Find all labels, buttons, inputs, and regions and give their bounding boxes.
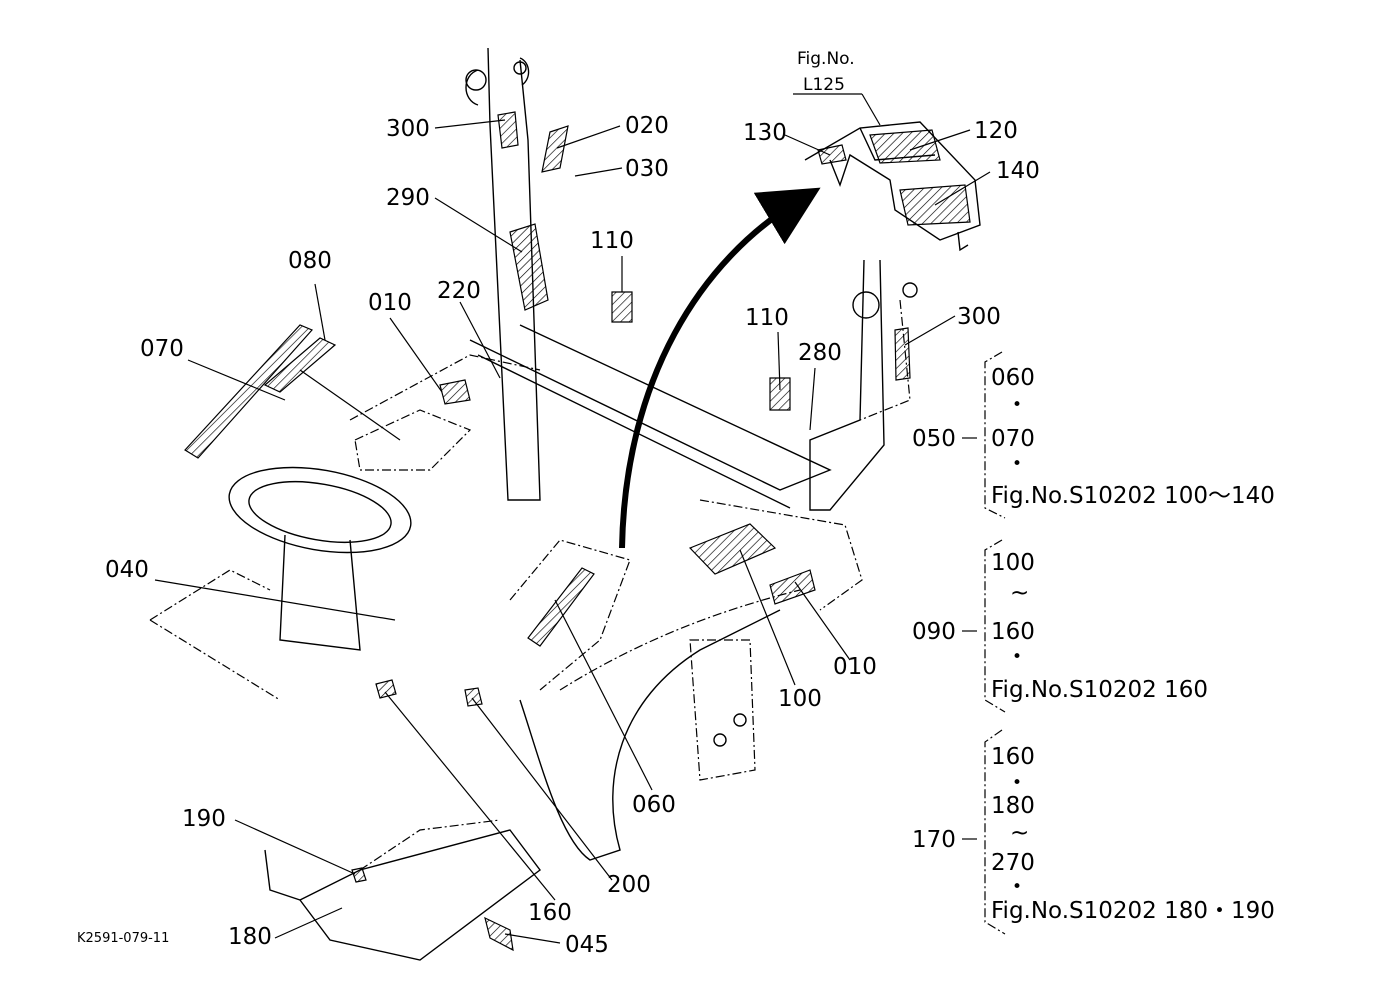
callout-010-left: 010 — [368, 290, 412, 316]
decal-120 — [869, 129, 941, 164]
bracket-090-line-1: 100 — [991, 550, 1035, 576]
callout-300-right: 300 — [957, 304, 1001, 330]
callout-020: 020 — [625, 113, 669, 139]
decal-070 — [184, 324, 314, 459]
decal-080 — [263, 337, 337, 393]
tractor-body-outline — [149, 47, 918, 961]
bracket-050-line-2: • — [1012, 395, 1022, 415]
bracket-parent-050: 050 — [912, 426, 956, 452]
callout-070: 070 — [140, 336, 184, 362]
callout-220: 220 — [437, 278, 481, 304]
callout-100: 100 — [778, 686, 822, 712]
callout-300-left: 300 — [386, 116, 430, 142]
bracket-170-line-4: ~ — [1010, 820, 1029, 846]
decal-190 — [351, 867, 367, 883]
decal-130 — [817, 144, 847, 165]
decal-160 — [375, 679, 397, 699]
callout-130: 130 — [743, 120, 787, 146]
decal-045 — [484, 916, 514, 952]
decal-110-left — [611, 291, 633, 323]
decal-010-left — [439, 379, 471, 405]
decal-110-right — [769, 377, 791, 411]
bracket-170-line-3: 180 — [991, 793, 1035, 819]
callout-180: 180 — [228, 924, 272, 950]
bracket-050-line-5: Fig.No.S10202 100～140 — [991, 483, 1275, 509]
bracket-170-line-5: 270 — [991, 850, 1035, 876]
fig-ref-number: L125 — [803, 75, 845, 95]
callout-040: 040 — [105, 557, 149, 583]
callout-280: 280 — [798, 340, 842, 366]
bracket-parent-170: 170 — [912, 827, 956, 853]
callout-160: 160 — [528, 900, 572, 926]
bracket-090-line-5: Fig.No.S10202 160 — [991, 677, 1208, 703]
bracket-050-line-1: 060 — [991, 365, 1035, 391]
drawing-code: K2591-079-11 — [77, 931, 169, 946]
callout-190: 190 — [182, 806, 226, 832]
decal-100 — [688, 523, 777, 575]
bracket-090-line-2: ~ — [1010, 580, 1029, 606]
callout-110-right: 110 — [745, 305, 789, 331]
callout-010-right: 010 — [833, 654, 877, 680]
bracket-170-line-2: • — [1012, 773, 1022, 793]
transfer-arrow — [619, 187, 821, 549]
bracket-090-line-4: • — [1012, 647, 1022, 667]
callout-labels: 300 020 030 290 110 080 010 220 070 130 … — [105, 113, 1040, 958]
bracket-170-line-1: 160 — [991, 744, 1035, 770]
callout-045: 045 — [565, 932, 609, 958]
bracket-170-line-7: Fig.No.S10202 180・190 — [991, 898, 1275, 924]
bracket-090-line-3: 160 — [991, 619, 1035, 645]
bracket-group-090: 090 100 ~ 160 • Fig.No.S10202 160 — [912, 539, 1208, 713]
fig-ref-title: Fig.No. — [797, 49, 855, 69]
decal-060 — [527, 567, 595, 647]
callout-060: 060 — [632, 792, 676, 818]
fender-panel-detail — [804, 121, 981, 252]
callout-030: 030 — [625, 156, 669, 182]
decal-200 — [464, 687, 483, 707]
decal-300-left — [497, 111, 519, 149]
decal-290 — [509, 223, 549, 311]
callout-110-left: 110 — [590, 228, 634, 254]
decal-020 — [541, 125, 569, 173]
bracket-050-line-3: 070 — [991, 426, 1035, 452]
callout-080: 080 — [288, 248, 332, 274]
bracket-050-line-4: • — [1012, 454, 1022, 474]
bracket-parent-090: 090 — [912, 619, 956, 645]
decals — [184, 111, 971, 952]
leader-lines — [154, 119, 991, 944]
bracket-group-170: 170 160 • 180 ~ 270 • Fig.No.S10202 180・… — [912, 729, 1275, 935]
callout-200: 200 — [607, 872, 651, 898]
callout-290: 290 — [386, 185, 430, 211]
bracket-170-line-6: • — [1012, 877, 1022, 897]
fig-reference: Fig.No. L125 — [793, 49, 881, 126]
callout-120: 120 — [974, 118, 1018, 144]
decal-010-right — [769, 569, 816, 605]
bracket-group-050: 050 060 • 070 • Fig.No.S10202 100～140 — [912, 351, 1275, 519]
decal-300-right — [894, 327, 911, 381]
callout-140: 140 — [996, 158, 1040, 184]
